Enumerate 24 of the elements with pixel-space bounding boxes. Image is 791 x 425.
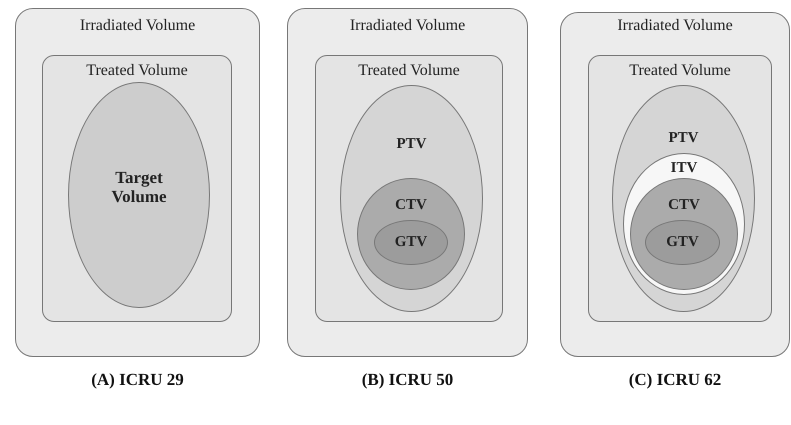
volume-label: Irradiated Volume: [617, 17, 733, 35]
volume-box: [15, 8, 260, 357]
panel-caption: (A) ICRU 29: [91, 370, 184, 390]
volume-label: GTV: [666, 234, 699, 250]
volume-box: [560, 12, 790, 357]
volume-label: PTV: [396, 136, 426, 152]
volume-ellipse: [630, 178, 738, 290]
volume-box: [588, 55, 772, 322]
volume-box: [315, 55, 503, 322]
volume-label: ITV: [670, 160, 698, 176]
volume-label: GTV: [394, 234, 428, 250]
volume-label: Irradiated Volume: [80, 17, 196, 35]
volume-label: Irradiated Volume: [350, 17, 466, 35]
volume-label: CTV: [395, 197, 427, 214]
volume-box: [42, 55, 232, 322]
panel-caption: (B) ICRU 50: [362, 370, 454, 390]
volume-label: PTV: [668, 130, 698, 146]
volume-box: [287, 8, 528, 357]
panel-caption: (C) ICRU 62: [628, 370, 722, 390]
volume-label: Treated Volume: [629, 62, 731, 80]
volume-label: Treated Volume: [86, 62, 188, 80]
volume-label: Target Volume: [110, 169, 168, 206]
volume-label: Treated Volume: [358, 62, 460, 80]
volume-label: CTV: [668, 197, 700, 214]
